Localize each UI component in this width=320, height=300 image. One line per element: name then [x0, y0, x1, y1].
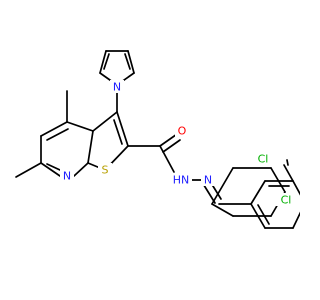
bonds: [15, 50, 300, 229]
molecule-structure-diagram: N N S O HN N Cl Cl: [15, 50, 300, 229]
imine-nitrogen-label: N: [204, 174, 212, 187]
pyrrole-nitrogen-label: N: [113, 81, 121, 94]
ring-2-bonds: [211, 167, 286, 217]
chlorine-top-label: Cl: [258, 153, 269, 166]
chlorine-right-label: Cl: [281, 194, 292, 207]
atom-labels: N N S O HN N Cl Cl: [60, 80, 296, 207]
thiophene-sulfur-label: S: [102, 164, 109, 177]
pyridine-nitrogen-label: N: [63, 170, 71, 183]
carbonyl-oxygen-label: O: [178, 125, 187, 138]
amide-nh-label: HN: [173, 174, 190, 187]
